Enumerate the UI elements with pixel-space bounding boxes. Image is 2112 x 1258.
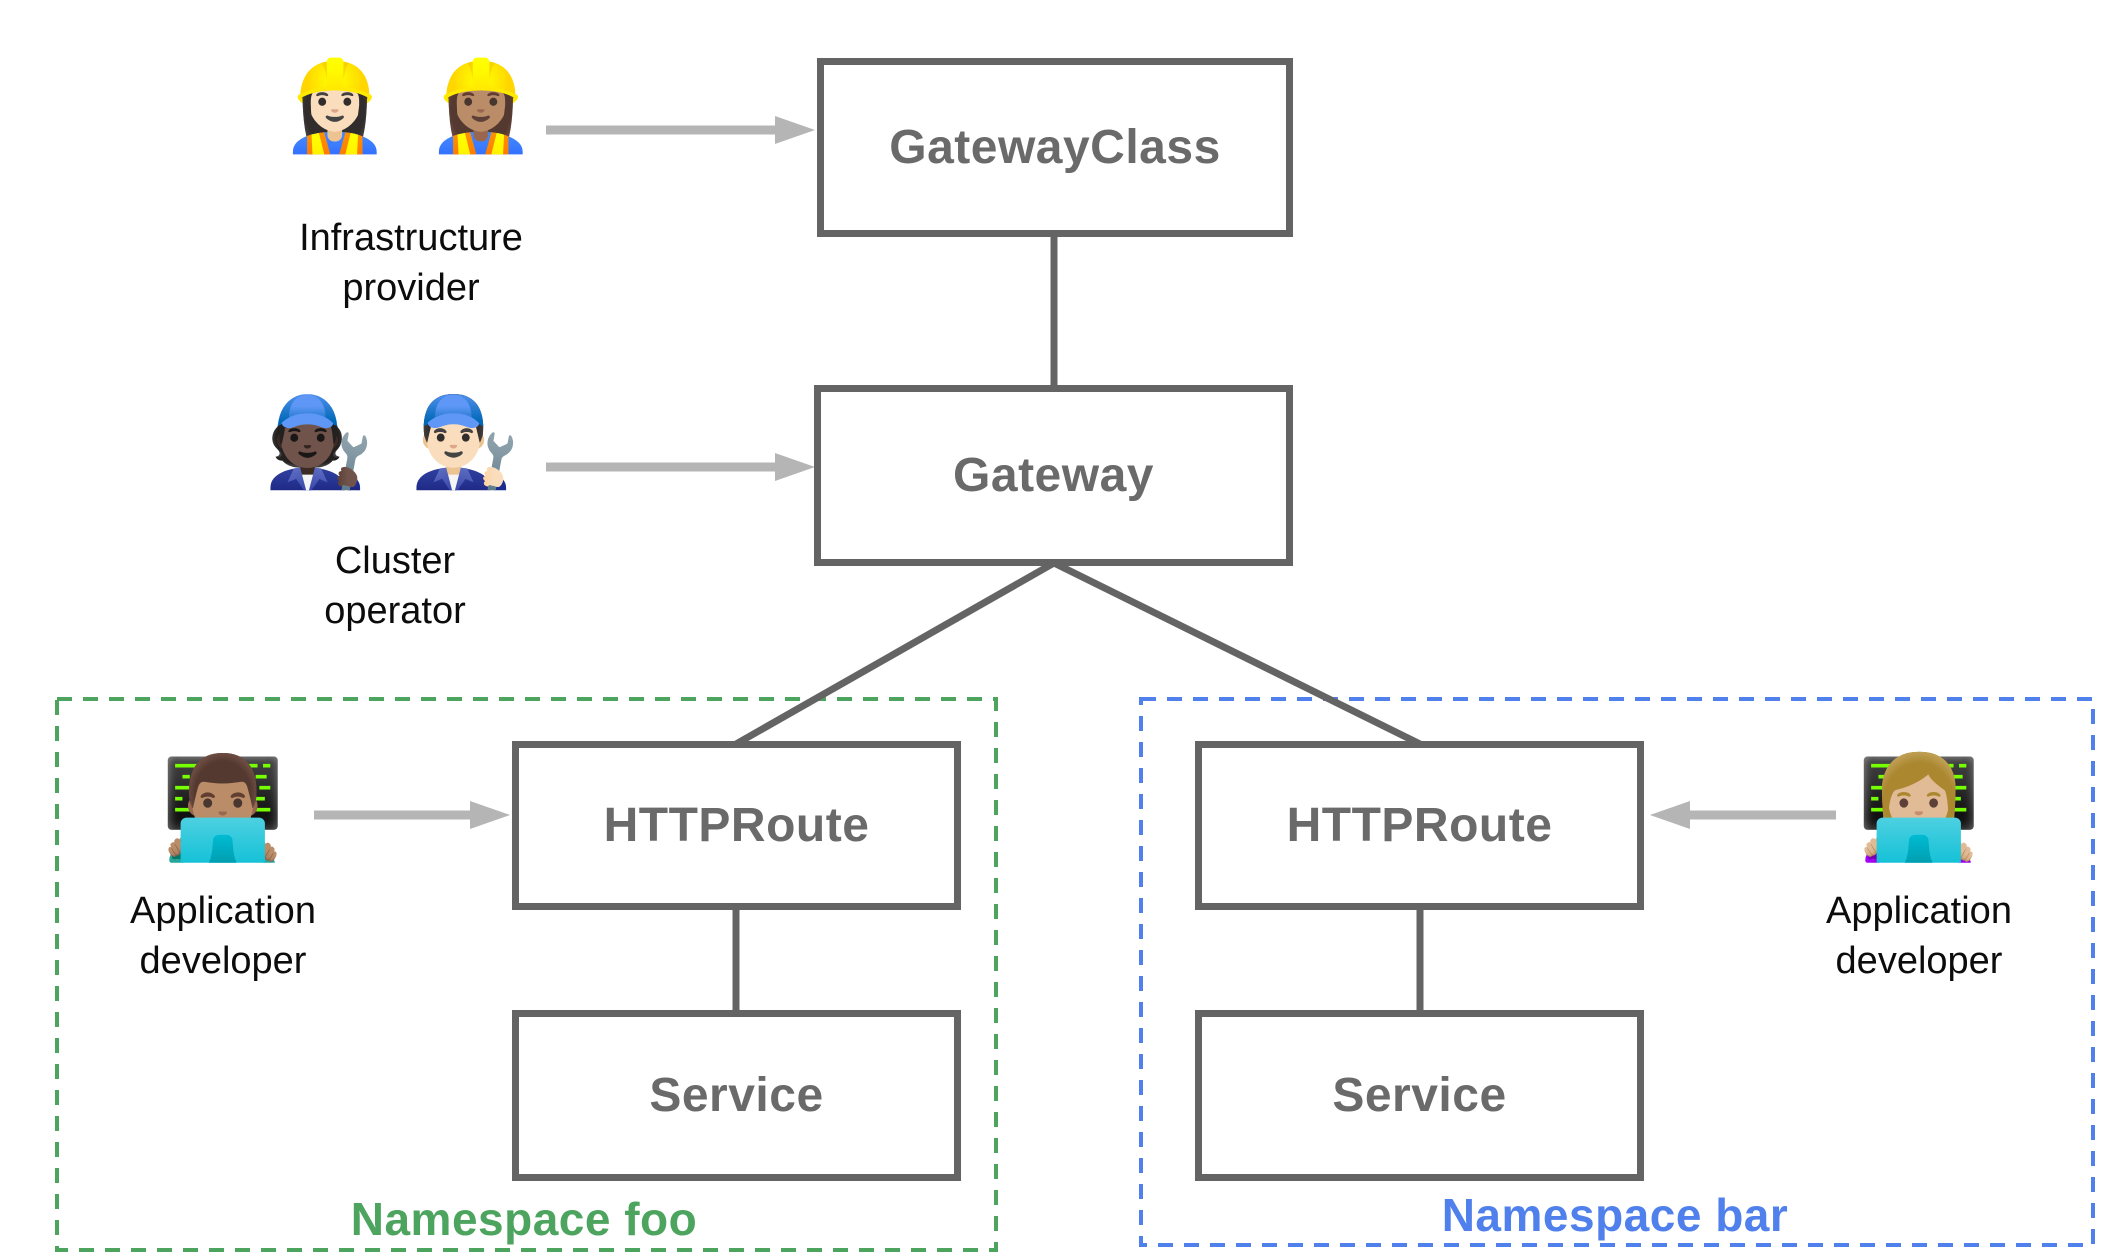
cluster-operator-label-line2: operator <box>324 590 466 632</box>
application-developer-foo-label-line1: Application <box>130 890 316 932</box>
infrastructure-provider-label-line1: Infrastructure <box>299 217 523 259</box>
application-developer-bar-label-line1: Application <box>1826 890 2012 932</box>
application-developer-bar-label: Application developer <box>1769 886 2069 986</box>
application-developer-bar-figure: 👩🏼‍💻 <box>1769 758 2069 858</box>
httproute-foo-box: HTTPRoute <box>512 741 961 910</box>
application-developer-foo-label: Application developer <box>73 886 373 986</box>
arrow-cluster-operator-to-gateway <box>546 453 815 481</box>
arrow-infrastructure-to-gatewayclass <box>546 116 815 144</box>
namespace-foo-boundary <box>55 697 998 1252</box>
httproute-foo-label: HTTPRoute <box>603 799 870 852</box>
service-foo-label: Service <box>649 1069 824 1122</box>
technologist-emoji-icon: 👨🏽‍💻 <box>160 752 286 864</box>
infrastructure-provider-label: Infrastructure provider <box>211 213 611 313</box>
httproute-bar-label: HTTPRoute <box>1286 799 1553 852</box>
namespace-bar-boundary <box>1139 697 2095 1247</box>
infrastructure-provider-figure: 👷🏻‍♀️ 👷🏽‍♀️ <box>211 62 611 150</box>
cluster-operator-figure: 🧑🏿‍🔧 👨🏻‍🔧 <box>195 398 595 486</box>
application-developer-foo-figure: 👨🏽‍💻 <box>73 758 373 858</box>
httproute-bar-box: HTTPRoute <box>1195 741 1644 910</box>
infrastructure-provider-label-line2: provider <box>342 267 480 309</box>
connector-gateway-httproute-foo <box>734 559 1056 748</box>
application-developer-bar-label-line2: developer <box>1835 940 2003 982</box>
service-bar-label: Service <box>1332 1069 1507 1122</box>
connector-gateway-httproute-bar <box>1052 559 1422 748</box>
service-foo-box: Service <box>512 1010 961 1181</box>
gateway-label: Gateway <box>953 449 1154 502</box>
arrowhead-right-icon <box>470 801 510 829</box>
technologist-emoji-icon: 👩🏼‍💻 <box>1856 752 1982 864</box>
namespace-foo-caption: Namespace foo <box>350 1193 698 1245</box>
gatewayclass-box: GatewayClass <box>817 58 1293 237</box>
namespace-bar-caption: Namespace bar <box>1441 1189 1789 1241</box>
application-developer-foo-label-line2: developer <box>139 940 307 982</box>
arrowhead-right-icon <box>775 453 815 481</box>
service-bar-box: Service <box>1195 1010 1644 1181</box>
arrow-developer-to-httproute-bar <box>1650 801 1836 829</box>
gateway-box: Gateway <box>814 385 1293 566</box>
cluster-operator-label-line1: Cluster <box>334 540 456 582</box>
arrowhead-left-icon <box>1650 801 1690 829</box>
cluster-operator-label: Cluster operator <box>195 536 595 636</box>
arrowhead-right-icon <box>775 116 815 144</box>
gatewayclass-label: GatewayClass <box>889 121 1221 174</box>
arrow-developer-to-httproute-foo <box>314 801 510 829</box>
construction-worker-emoji-icon: 👷🏻‍♀️ 👷🏽‍♀️ <box>280 56 542 155</box>
mechanic-emoji-icon: 🧑🏿‍🔧 👨🏻‍🔧 <box>264 392 526 491</box>
